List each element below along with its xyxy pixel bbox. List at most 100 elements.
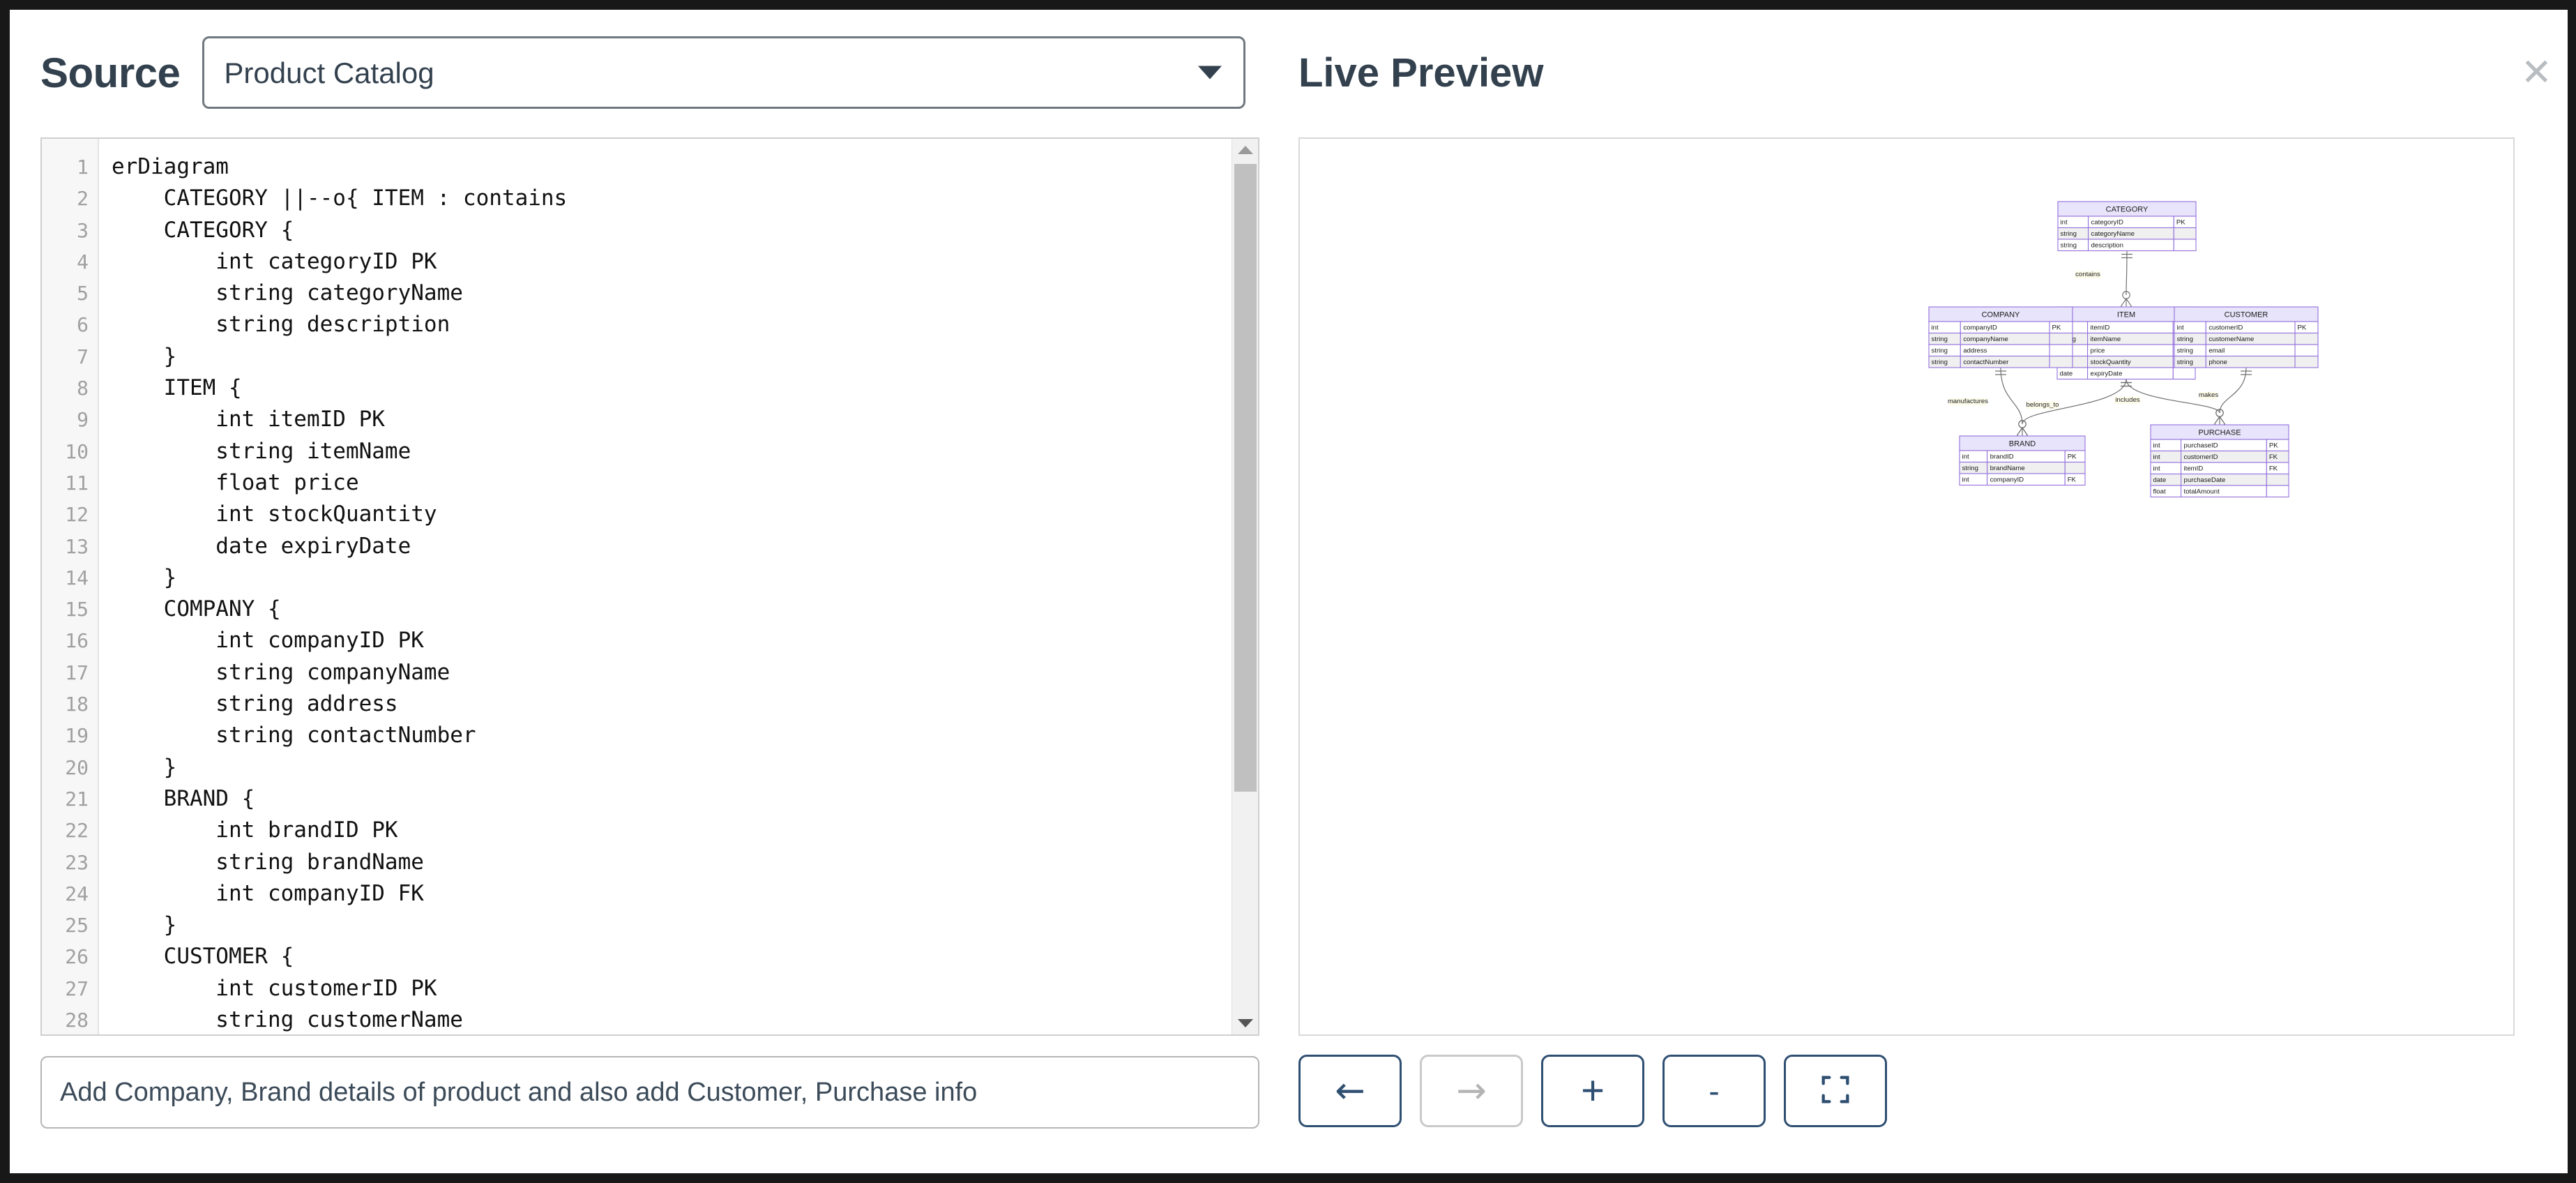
- code-line[interactable]: COMPANY {: [112, 596, 281, 622]
- attribute-name: description: [2091, 242, 2123, 250]
- code-line[interactable]: }: [112, 754, 177, 780]
- line-number: 9: [77, 408, 89, 432]
- attribute-type: string: [2061, 242, 2077, 250]
- relationship-label: manufactures: [1948, 398, 1988, 405]
- code-line[interactable]: string description: [112, 312, 450, 338]
- code-line[interactable]: string contactNumber: [112, 723, 476, 748]
- code-line[interactable]: CATEGORY {: [112, 217, 294, 243]
- er-entity-item[interactable]: ITEMintitemIDPKstringitemNamefloatpricei…: [2056, 306, 2196, 380]
- line-number: 22: [65, 819, 89, 843]
- code-line[interactable]: int customerID PK: [112, 975, 437, 1001]
- code-line[interactable]: int brandID PK: [112, 817, 398, 843]
- attribute-type: int: [1932, 324, 1939, 332]
- attribute-type: int: [2153, 442, 2160, 450]
- zoom-in-button[interactable]: +: [1541, 1055, 1644, 1127]
- entity-title: ITEM: [2117, 310, 2135, 319]
- fit-screen-button[interactable]: [1784, 1055, 1887, 1127]
- line-number: 16: [65, 629, 89, 653]
- code-line[interactable]: CUSTOMER {: [112, 944, 294, 970]
- line-number: 26: [65, 945, 89, 969]
- code-line[interactable]: CATEGORY ||--o{ ITEM : contains: [112, 186, 568, 211]
- diagram-select-wrapper[interactable]: Product Catalog: [202, 36, 1245, 109]
- line-number: 5: [77, 282, 89, 306]
- code-line[interactable]: int stockQuantity: [112, 502, 437, 527]
- line-number: 18: [65, 693, 89, 716]
- attribute-name: contactNumber: [1963, 359, 2009, 366]
- relationship-label: makes: [2199, 391, 2218, 399]
- line-number: 2: [77, 187, 89, 211]
- attribute-name: itemID: [2091, 324, 2110, 332]
- attribute-type: int: [2153, 465, 2160, 473]
- forward-button[interactable]: →: [1420, 1055, 1523, 1127]
- code-line[interactable]: }: [112, 343, 177, 369]
- line-number: 15: [65, 598, 89, 621]
- attribute-type: string: [2177, 359, 2193, 366]
- line-number: 21: [65, 787, 89, 811]
- entity-title: COMPANY: [1982, 310, 2020, 319]
- code-line[interactable]: string brandName: [112, 849, 424, 875]
- code-content[interactable]: erDiagram CATEGORY ||--o{ ITEM : contain…: [99, 139, 1258, 1034]
- back-button[interactable]: ←: [1298, 1055, 1402, 1127]
- attribute-name: brandName: [1990, 465, 2025, 472]
- attribute-type: int: [1962, 453, 1969, 461]
- code-line[interactable]: int itemID PK: [112, 407, 385, 432]
- prompt-input[interactable]: Add Company, Brand details of product an…: [40, 1056, 1259, 1129]
- attribute-type: string: [1932, 347, 1948, 355]
- editor-scrollbar[interactable]: [1232, 139, 1258, 1034]
- triangle-down-icon[interactable]: [1237, 1019, 1253, 1027]
- er-relationship: belongs_to: [2017, 379, 2132, 437]
- code-line[interactable]: string customerName: [112, 1007, 463, 1033]
- er-relationship: makes: [2199, 367, 2252, 426]
- attribute-name: expiryDate: [2091, 370, 2123, 378]
- attribute-name: email: [2208, 347, 2225, 355]
- zoom-out-button[interactable]: -: [1662, 1055, 1766, 1127]
- attribute-name: address: [1963, 347, 1987, 355]
- code-line[interactable]: string address: [112, 691, 398, 717]
- preview-header: Live Preview ✕: [1286, 10, 2568, 135]
- code-line[interactable]: int companyID FK: [112, 880, 424, 906]
- attribute-type: date: [2060, 370, 2073, 378]
- diagram-select[interactable]: Product Catalog: [202, 36, 1245, 109]
- code-line[interactable]: float price: [112, 469, 359, 495]
- code-line[interactable]: ITEM {: [112, 375, 242, 401]
- attribute-type: int: [2177, 324, 2184, 332]
- code-line[interactable]: int companyID PK: [112, 628, 424, 654]
- code-line[interactable]: date expiryDate: [112, 533, 411, 559]
- line-number: 1: [77, 156, 89, 179]
- code-line[interactable]: }: [112, 564, 177, 590]
- attribute-type: string: [2177, 336, 2193, 343]
- attribute-type: string: [1932, 336, 1948, 343]
- relationship-label: includes: [2115, 396, 2139, 404]
- er-relationship: contains: [2075, 250, 2132, 308]
- code-line[interactable]: string itemName: [112, 438, 411, 464]
- source-title: Source: [40, 49, 181, 96]
- attribute-name: companyID: [1963, 324, 1997, 332]
- code-line[interactable]: erDiagram: [112, 154, 229, 179]
- arrow-left-icon: ←: [1335, 1070, 1365, 1112]
- close-icon[interactable]: ✕: [2520, 52, 2552, 93]
- attribute-type: string: [2061, 230, 2077, 238]
- scrollbar-thumb[interactable]: [1234, 164, 1257, 792]
- code-line[interactable]: }: [112, 912, 177, 938]
- fullscreen-icon: [1817, 1071, 1854, 1111]
- triangle-up-icon[interactable]: [1237, 146, 1253, 154]
- attribute-key: PK: [2068, 453, 2077, 461]
- line-number: 14: [65, 566, 89, 589]
- code-line[interactable]: BRAND {: [112, 785, 255, 811]
- attribute-key: PK: [2269, 442, 2278, 450]
- code-line[interactable]: int categoryID PK: [112, 248, 437, 274]
- attribute-type: int: [2061, 219, 2068, 227]
- window-left-bezel: [0, 0, 10, 1183]
- code-line[interactable]: string categoryName: [112, 280, 463, 306]
- code-line[interactable]: string companyName: [112, 659, 450, 685]
